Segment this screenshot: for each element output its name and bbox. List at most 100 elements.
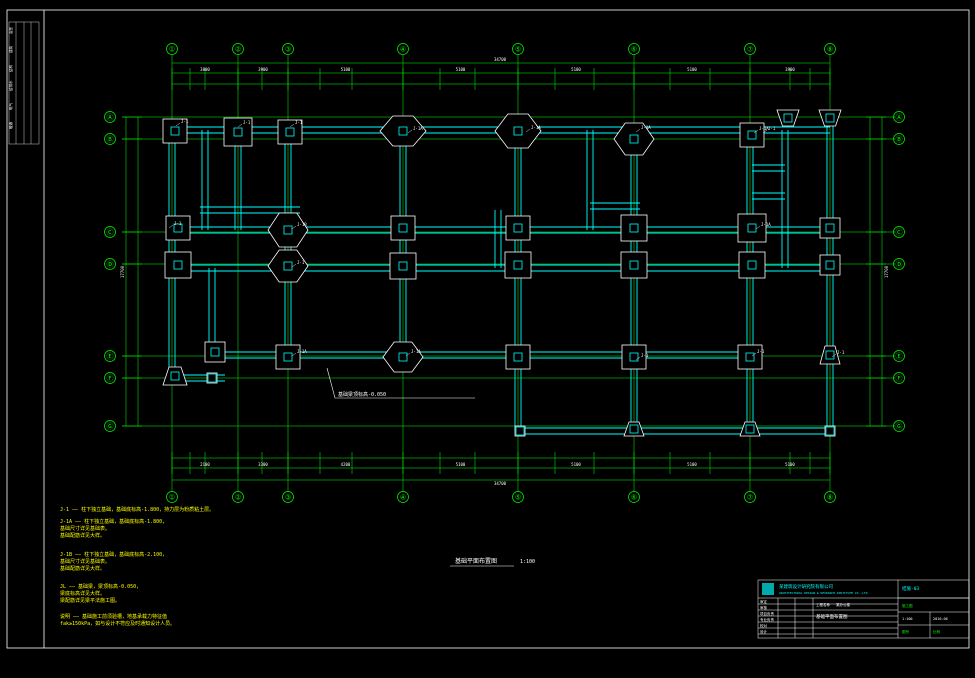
- grid-bubble: [397, 491, 409, 503]
- column-pedestal: [783, 113, 793, 123]
- column-pedestal: [170, 371, 180, 381]
- footing-tag-leader: [407, 129, 413, 134]
- footing-tag: J-1A: [761, 222, 771, 227]
- note-line: 说明 —— 基础施工前须验槽，地基承载力特征值: [60, 613, 167, 620]
- column-pedestal: [629, 223, 639, 233]
- grid-bubble: [628, 43, 640, 55]
- side-signature-strip: [8, 21, 40, 145]
- general-notes: J-1 —— 柱下独立基础，基础底标高-1.800，持力层为粉质粘土层。J-1A…: [60, 506, 214, 627]
- title-block-row-label: 校对: [760, 623, 768, 628]
- grid-bubble: [104, 372, 116, 384]
- grid-bubble: [512, 491, 524, 503]
- company-name: 某建筑设计研究院有限公司: [779, 583, 833, 590]
- grid-bubble: [512, 43, 524, 55]
- footing-tag-leader: [762, 129, 768, 134]
- grid-bubble-label: Ⓒ: [896, 229, 903, 237]
- grid-bubble: [893, 372, 905, 384]
- grid-bubble: [232, 43, 244, 55]
- title-block-frame: [757, 579, 970, 639]
- grid-bubble: [282, 491, 294, 503]
- drawing-title: 基础平面布置图: [455, 557, 497, 565]
- grid-bubble-label: ⑧: [827, 46, 833, 54]
- column-pedestal: [170, 126, 180, 136]
- company-name-en: ARCHITECTURAL DESIGN & RESEARCH INSTITUT…: [779, 591, 868, 595]
- side-strip-label: 结构: [8, 65, 13, 72]
- dimension-texts: 3470034700380021003900330051004200510051…: [120, 57, 889, 486]
- grid-bubble-label: ③: [285, 46, 291, 54]
- title-block-row-label: 审核: [760, 605, 768, 610]
- grid-bubble-label: ②: [235, 494, 241, 502]
- grid-bubble: [893, 111, 905, 123]
- dimension-segment-top: 3800: [200, 67, 210, 72]
- grid-bubble-label: ④: [400, 494, 406, 502]
- grid-bubble-label: ⑥: [631, 46, 637, 54]
- dimension-segment-top: 3900: [785, 67, 795, 72]
- footing-tag-leader: [237, 123, 243, 128]
- grid-bubble-label: Ⓕ: [107, 375, 114, 383]
- title-block-drawing-no: 结施-03: [902, 585, 919, 592]
- grid-bubble: [232, 491, 244, 503]
- company-logo: [762, 583, 774, 595]
- footing-tag-leader: [289, 123, 295, 128]
- note-line: 基础配筋详见大样。: [60, 565, 105, 572]
- title-block-label-scale: 比例: [933, 629, 941, 634]
- note-line: 基础尺寸详见基础表。: [60, 525, 110, 532]
- grid-bubble-label: ①: [169, 494, 175, 502]
- dimension-segment-bottom: 5100: [785, 462, 795, 467]
- column-pedestal: [825, 260, 835, 270]
- column-pedestal: [173, 260, 183, 270]
- dimension-overall-bottom: 34700: [494, 481, 507, 486]
- grid-bubble: [824, 43, 836, 55]
- note-line: fak≥150kPa，如与设计不符应及时通知设计人员。: [60, 620, 175, 627]
- sheet-frame: [6, 9, 970, 649]
- footing-tag: J-1A: [297, 349, 307, 354]
- side-strip-label: 给排水: [8, 80, 13, 91]
- grid-bubble-label: Ⓕ: [896, 375, 903, 383]
- note-line: J-1A —— 柱下独立基础，基础底标高-1.800，: [60, 518, 167, 525]
- column-pedestal: [398, 352, 408, 362]
- dimension-segment-top: 5100: [456, 67, 466, 72]
- column-pedestal: [513, 260, 523, 270]
- dimension-segment-top: 5100: [687, 67, 697, 72]
- dimension-segment-bottom: 5100: [456, 462, 466, 467]
- footing-tag: J-1: [297, 260, 305, 265]
- column-pedestal: [745, 352, 755, 362]
- column-pedestal: [513, 126, 523, 136]
- footing-tag: J-1: [181, 119, 189, 124]
- grid-bubble: [104, 226, 116, 238]
- title-block-border: [757, 579, 970, 639]
- drawing-title-group: 基础平面布置图 1:100: [450, 557, 535, 567]
- footing-tag: J-1: [837, 350, 845, 355]
- footing-tag-leader: [291, 225, 297, 230]
- grid-bubble-label: ⑧: [827, 494, 833, 502]
- grid-bubble-label: Ⓔ: [107, 353, 114, 361]
- square-footing: [277, 119, 303, 145]
- grid-bubble-label: ③: [285, 494, 291, 502]
- leader-note: 基础梁顶标高-0.050: [326, 367, 475, 399]
- note-line: 梁底标高详见大样。: [60, 590, 105, 597]
- grid-bubble-label: ④: [400, 46, 406, 54]
- footings: [162, 109, 842, 437]
- title-block-project-label: 工程名称: [816, 602, 830, 607]
- grid-bubble: [824, 491, 836, 503]
- column-pedestal: [629, 424, 639, 434]
- column-pedestal: [747, 223, 757, 233]
- grid-bubble-label: Ⓔ: [896, 353, 903, 361]
- column-pedestal: [283, 225, 293, 235]
- grid-bubble-label: ②: [235, 46, 241, 54]
- note-line: JL —— 基础梁，梁顶标高-0.050，: [60, 583, 141, 590]
- grid-bubble: [397, 43, 409, 55]
- footing-tag: J-1: [174, 221, 182, 226]
- column-pedestal: [825, 426, 835, 436]
- footing-tag-leader: [831, 353, 837, 358]
- dimension-segment-top: 5100: [571, 67, 581, 72]
- side-strip-label: 暖通: [8, 122, 13, 129]
- footing-tag-leader: [635, 128, 641, 133]
- dimension-overall-top: 34700: [494, 57, 507, 62]
- footing-tag-leader: [751, 352, 757, 357]
